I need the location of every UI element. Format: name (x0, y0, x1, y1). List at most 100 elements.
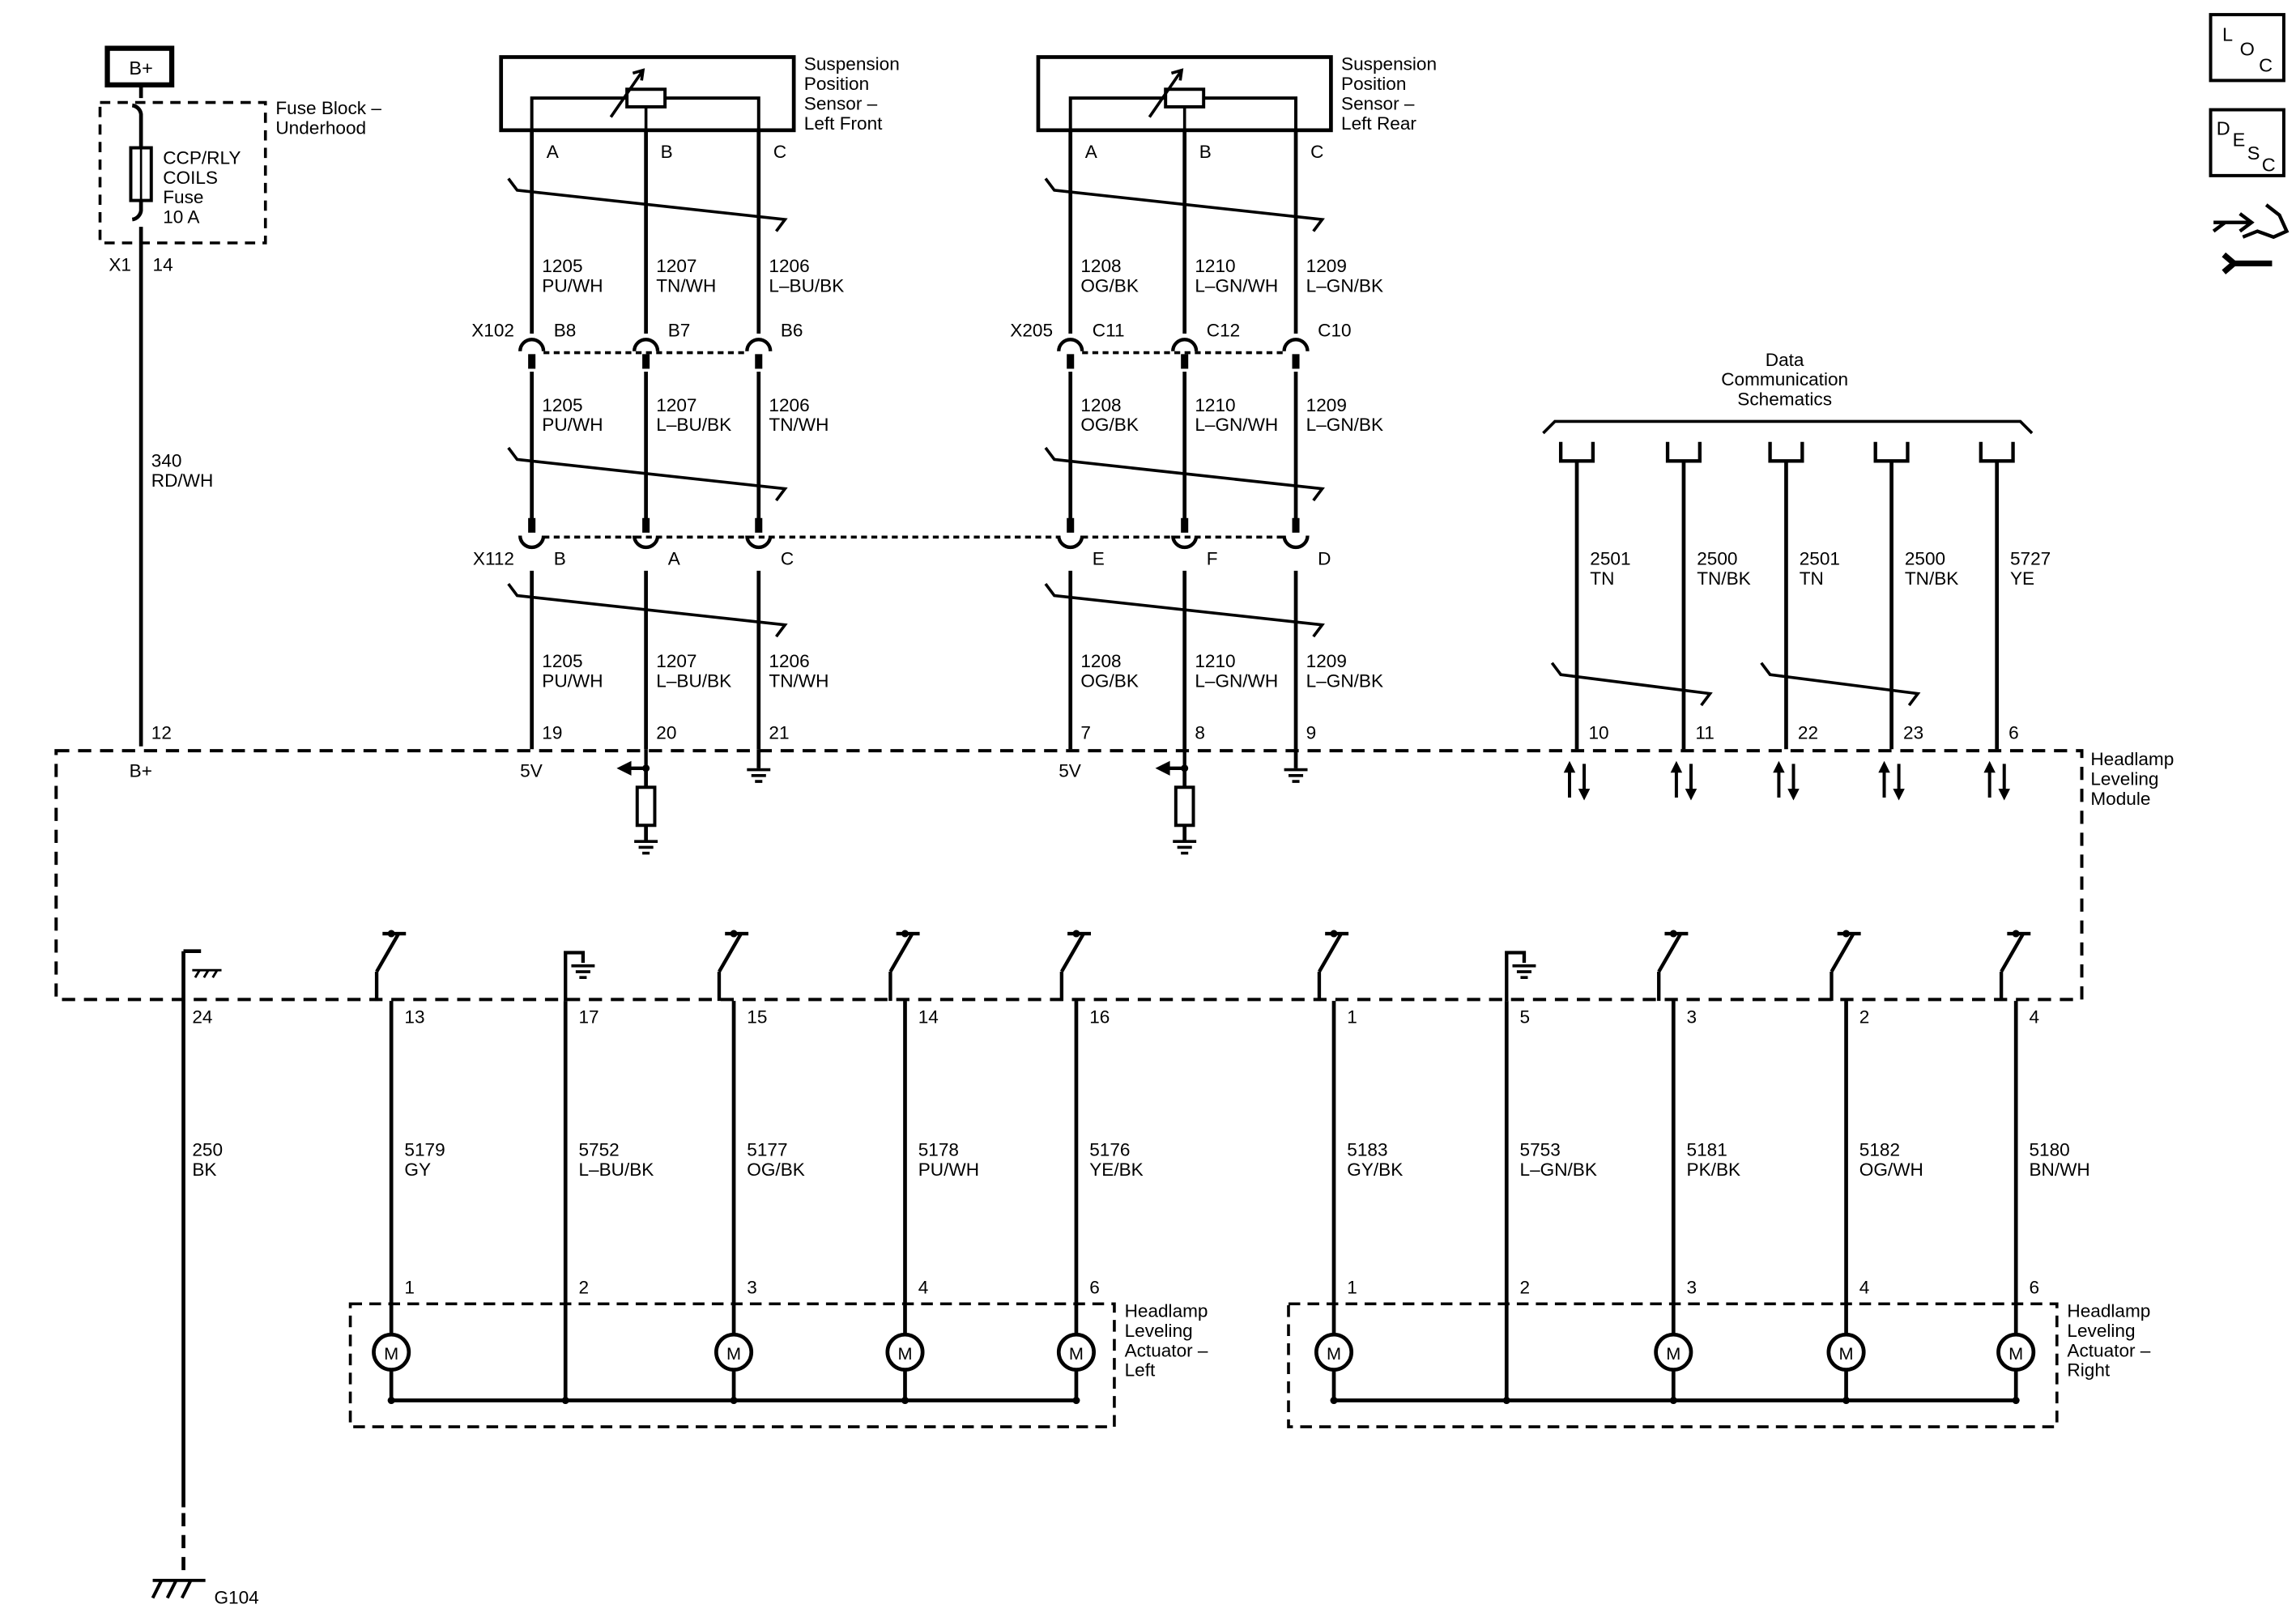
actuator-right-label: Headlamp (2067, 1301, 2150, 1321)
data-comm-wire-label: 2500 (1697, 549, 1737, 569)
module-label: Leveling (2090, 769, 2158, 789)
actuator-left-internal-ground-icon (571, 964, 595, 980)
sensor-left-rear-wire-label-top: 1210 (1195, 256, 1235, 276)
sensor-left-front-conn1-pin: B6 (781, 321, 803, 341)
actuator-left-wire-label: GY (404, 1160, 431, 1180)
ground-module-pin: 24 (192, 1006, 212, 1027)
actuator-left-driver-switch-icon (717, 931, 749, 1002)
data-comm-arrowheads-icon (1878, 760, 1905, 801)
actuator-left-label: Left (1125, 1360, 1156, 1381)
data-comm-bidirectional-icon (1567, 764, 1587, 798)
actuator-left-pin: 4 (918, 1278, 929, 1298)
actuator-left-module-pin: 15 (747, 1006, 767, 1027)
data-comm-title: Schematics (1737, 389, 1832, 410)
sensor-left-front-conn2-pin: A (668, 549, 681, 569)
sensor-left-rear-wire-label-mid: L–GN/BK (1306, 415, 1383, 435)
sensor-left-front-pin: A (547, 142, 560, 162)
sensor-left-front-signal-ground-icon (634, 840, 658, 855)
actuator-right-motor-icon-label: M (2008, 1343, 2023, 1364)
sensor-left-front-conn2-cavity (745, 535, 773, 549)
chassis-ground-icon (151, 1578, 206, 1599)
data-comm-wire-label: TN (1800, 568, 1824, 589)
actuator-left-ground-lead (564, 951, 586, 1002)
module-label: Headlamp (2090, 749, 2174, 769)
fuse-block-label: Fuse Block – (275, 98, 381, 118)
data-comm-module-pin: 6 (2008, 723, 2019, 743)
actuator-right-label: Right (2067, 1360, 2110, 1381)
sensor-left-front-conn1-terminal (755, 354, 763, 369)
sensor-left-front-lowref-ground-icon (747, 768, 771, 783)
actuator-right-module-pin: 1 (1347, 1006, 1357, 1027)
loc-letter: L (2222, 24, 2233, 45)
actuator-left-wire-label: 5176 (1089, 1140, 1130, 1160)
actuator-left-motor-icon-label: M (384, 1343, 398, 1364)
actuator-left-motor-icon (714, 1332, 754, 1372)
sensor-left-rear-pulldown-resistor-icon (1174, 785, 1195, 828)
ground-wire-label: BK (192, 1160, 216, 1180)
sensor-left-front-twist-bot (507, 583, 788, 638)
actuator-left-wire-label: PU/WH (918, 1160, 979, 1180)
sensor-left-front-wire-label-mid: 1207 (656, 395, 696, 415)
sensor-left-rear-conn2-pin: F (1207, 549, 1218, 569)
sensor-left-front-wire-label-top: 1205 (542, 256, 582, 276)
fuse-block-label: Underhood (275, 117, 366, 138)
data-comm-wire-label: TN/BK (1697, 568, 1751, 589)
sensor-left-front-wire-label-mid: TN/WH (769, 415, 829, 435)
sensor-left-front-pin: C (773, 142, 786, 162)
sensor-left-rear-wire-label-bot: 1210 (1195, 651, 1235, 671)
data-comm-bidirectional-icon (1777, 764, 1795, 798)
actuator-left-module-pin: 16 (1089, 1006, 1110, 1027)
sensor-left-rear-pin: B (1199, 142, 1212, 162)
module-label: Module (2090, 789, 2150, 809)
data-comm-wire-label: TN (1590, 568, 1614, 589)
sensor-left-front-conn2-terminal (528, 517, 536, 533)
data-comm-arrowheads-icon (1563, 760, 1591, 801)
actuator-left-wire-label: 5178 (918, 1140, 959, 1160)
fuse-wire (131, 84, 143, 747)
data-comm-module-pin: 11 (1695, 723, 1714, 743)
data-comm-bidirectional-icon (1987, 764, 2006, 798)
ground-name-label: G104 (214, 1588, 258, 1608)
actuator-left-pin: 6 (1089, 1278, 1100, 1298)
connector-x1-label: X1 (109, 254, 131, 274)
sensor-left-front-wire-label-bot: 1205 (542, 651, 582, 671)
power-wire-label: RD/WH (151, 470, 214, 491)
sensor-left-front-wire-label-top: 1206 (769, 256, 809, 276)
actuator-left-motor-icon (1056, 1332, 1096, 1372)
sensor-left-rear-conn2-cavity (1282, 535, 1310, 549)
data-comm-arrowheads-icon (1670, 760, 1698, 801)
sensor-left-front-conn1-terminal (642, 354, 650, 369)
data-comm-title: Communication (1721, 369, 1848, 389)
sensor-left-rear-wire-label-top: L–GN/BK (1306, 276, 1383, 296)
module-bplus-label: B+ (130, 761, 152, 781)
loc-letter: O (2240, 39, 2255, 60)
sensor-left-front-wire-label-bot: PU/WH (542, 670, 603, 691)
actuator-left-motor-icon (372, 1332, 411, 1372)
sensor-left-front-conn2-label: X112 (473, 549, 514, 569)
actuator-right-driver-switch-icon (1317, 931, 1349, 1002)
sensor-left-front-conn1-label: X102 (471, 321, 514, 341)
fuse-label: Fuse (163, 187, 203, 207)
actuator-left-motor-icon-label: M (726, 1343, 741, 1364)
fuse-label: COILS (163, 168, 218, 188)
sensor-left-rear-module-pin: 9 (1306, 723, 1317, 743)
data-comm-connector (1665, 441, 1702, 463)
actuator-right-wire-label: OG/WH (1859, 1160, 1923, 1180)
sensor-left-rear-title: Left Rear (1341, 113, 1416, 134)
desc-letter: D (2217, 117, 2230, 138)
sensor-left-front-conn2-terminal (755, 517, 763, 533)
sensor-left-rear-vref-label: 5V (1059, 761, 1081, 781)
actuator-left-label: Leveling (1125, 1321, 1193, 1341)
sensor-left-front-pin: B (661, 142, 673, 162)
sensor-left-front-conn2-pin: C (781, 549, 794, 569)
actuator-right-motor-icon-label: M (1839, 1343, 1854, 1364)
sensor-left-rear-wire-label-top: 1209 (1306, 256, 1347, 276)
data-comm-wire-label: 5727 (2010, 549, 2051, 569)
sensor-left-rear-conn2-terminal (1292, 517, 1300, 533)
actuator-left-wire-label: OG/BK (747, 1160, 805, 1180)
actuator-right-wire-label: L–GN/BK (1520, 1160, 1597, 1180)
sensor-left-front-conn1-cavity (745, 338, 773, 351)
sensor-left-front-wire-label-bot: L–BU/BK (656, 670, 731, 691)
sensor-left-front-conn2-cavity (632, 535, 660, 549)
sensor-left-rear-input-arrow-icon (1155, 760, 1170, 776)
